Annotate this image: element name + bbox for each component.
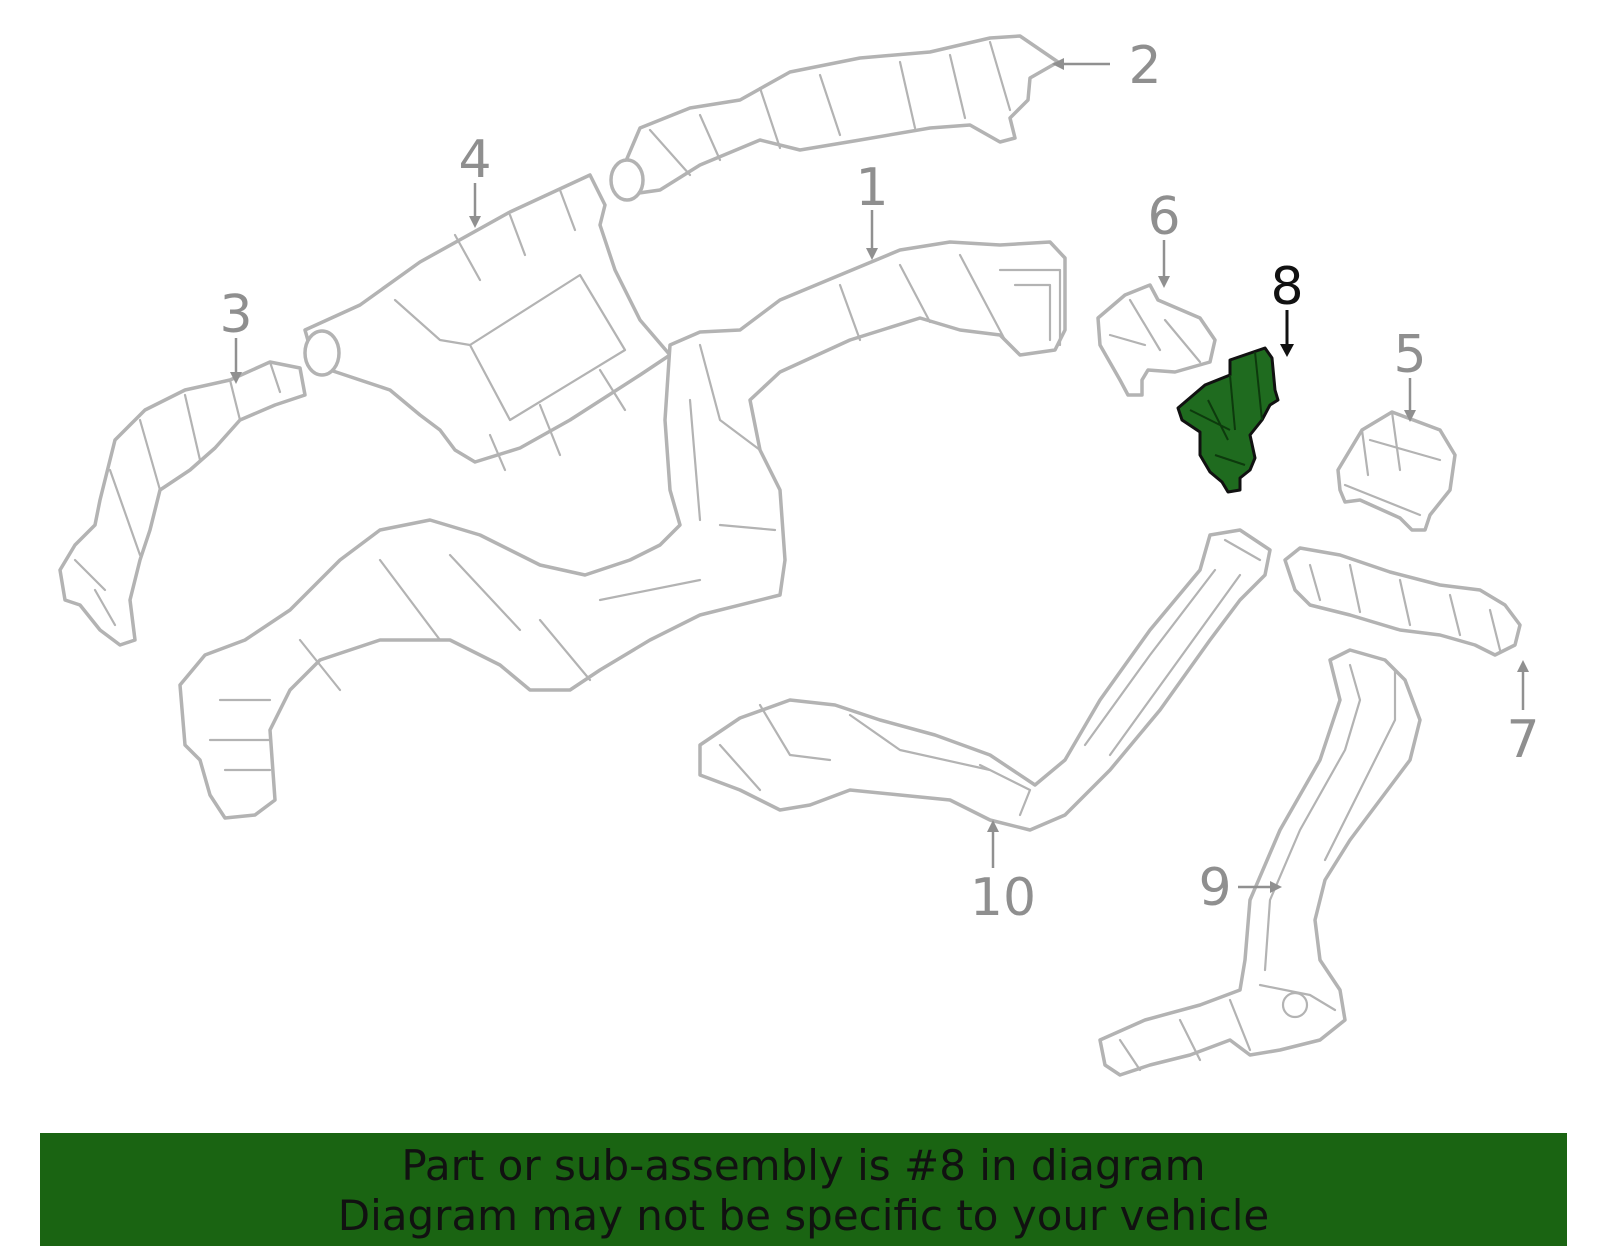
- part-8-highlighted: [1176, 346, 1280, 494]
- arrowhead-7: [1517, 660, 1529, 672]
- banner-line-2: Diagram may not be specific to your vehi…: [337, 1191, 1270, 1240]
- arrowhead-8: [1280, 344, 1294, 357]
- callout-7: 7: [1506, 710, 1539, 770]
- banner-line-1: Part or sub-assembly is #8 in diagram: [401, 1141, 1206, 1190]
- callout-1: 1: [855, 158, 888, 218]
- arrowhead-10: [987, 820, 999, 832]
- arrowhead-5: [1404, 410, 1416, 422]
- part-5-vent-housing: [1336, 410, 1457, 532]
- arrowhead-2: [1052, 58, 1064, 70]
- part-1-main-duct: [178, 240, 1067, 820]
- callout-3: 3: [219, 285, 252, 345]
- arrowhead-6: [1158, 276, 1170, 288]
- callout-9: 9: [1198, 858, 1231, 918]
- arrowhead-4: [469, 216, 481, 228]
- arrowhead-9: [1270, 881, 1282, 893]
- callout-4: 4: [458, 130, 491, 190]
- callout-numbers: 1 2 3 4 5 6 7 8 9 10: [219, 36, 1539, 928]
- part-info-banner: Part or sub-assembly is #8 in diagram Di…: [40, 1133, 1567, 1246]
- arrowhead-1: [866, 248, 878, 260]
- part-6-bracket: [1096, 283, 1217, 397]
- callout-5: 5: [1393, 325, 1426, 385]
- callout-8: 8: [1270, 257, 1303, 317]
- callout-10: 10: [970, 868, 1036, 928]
- part-10-lower-duct: [698, 528, 1272, 832]
- part-7-right-duct: [1283, 546, 1522, 657]
- callout-leaders: [230, 58, 1529, 893]
- part-9-lower-right-duct: [1098, 648, 1422, 1077]
- callout-2: 2: [1128, 36, 1161, 96]
- part-4-center-duct: [303, 173, 672, 472]
- part-2-duct: [609, 34, 1060, 202]
- arrowhead-3: [230, 372, 242, 384]
- callout-6: 6: [1147, 187, 1180, 247]
- part-3-left-duct: [58, 360, 307, 647]
